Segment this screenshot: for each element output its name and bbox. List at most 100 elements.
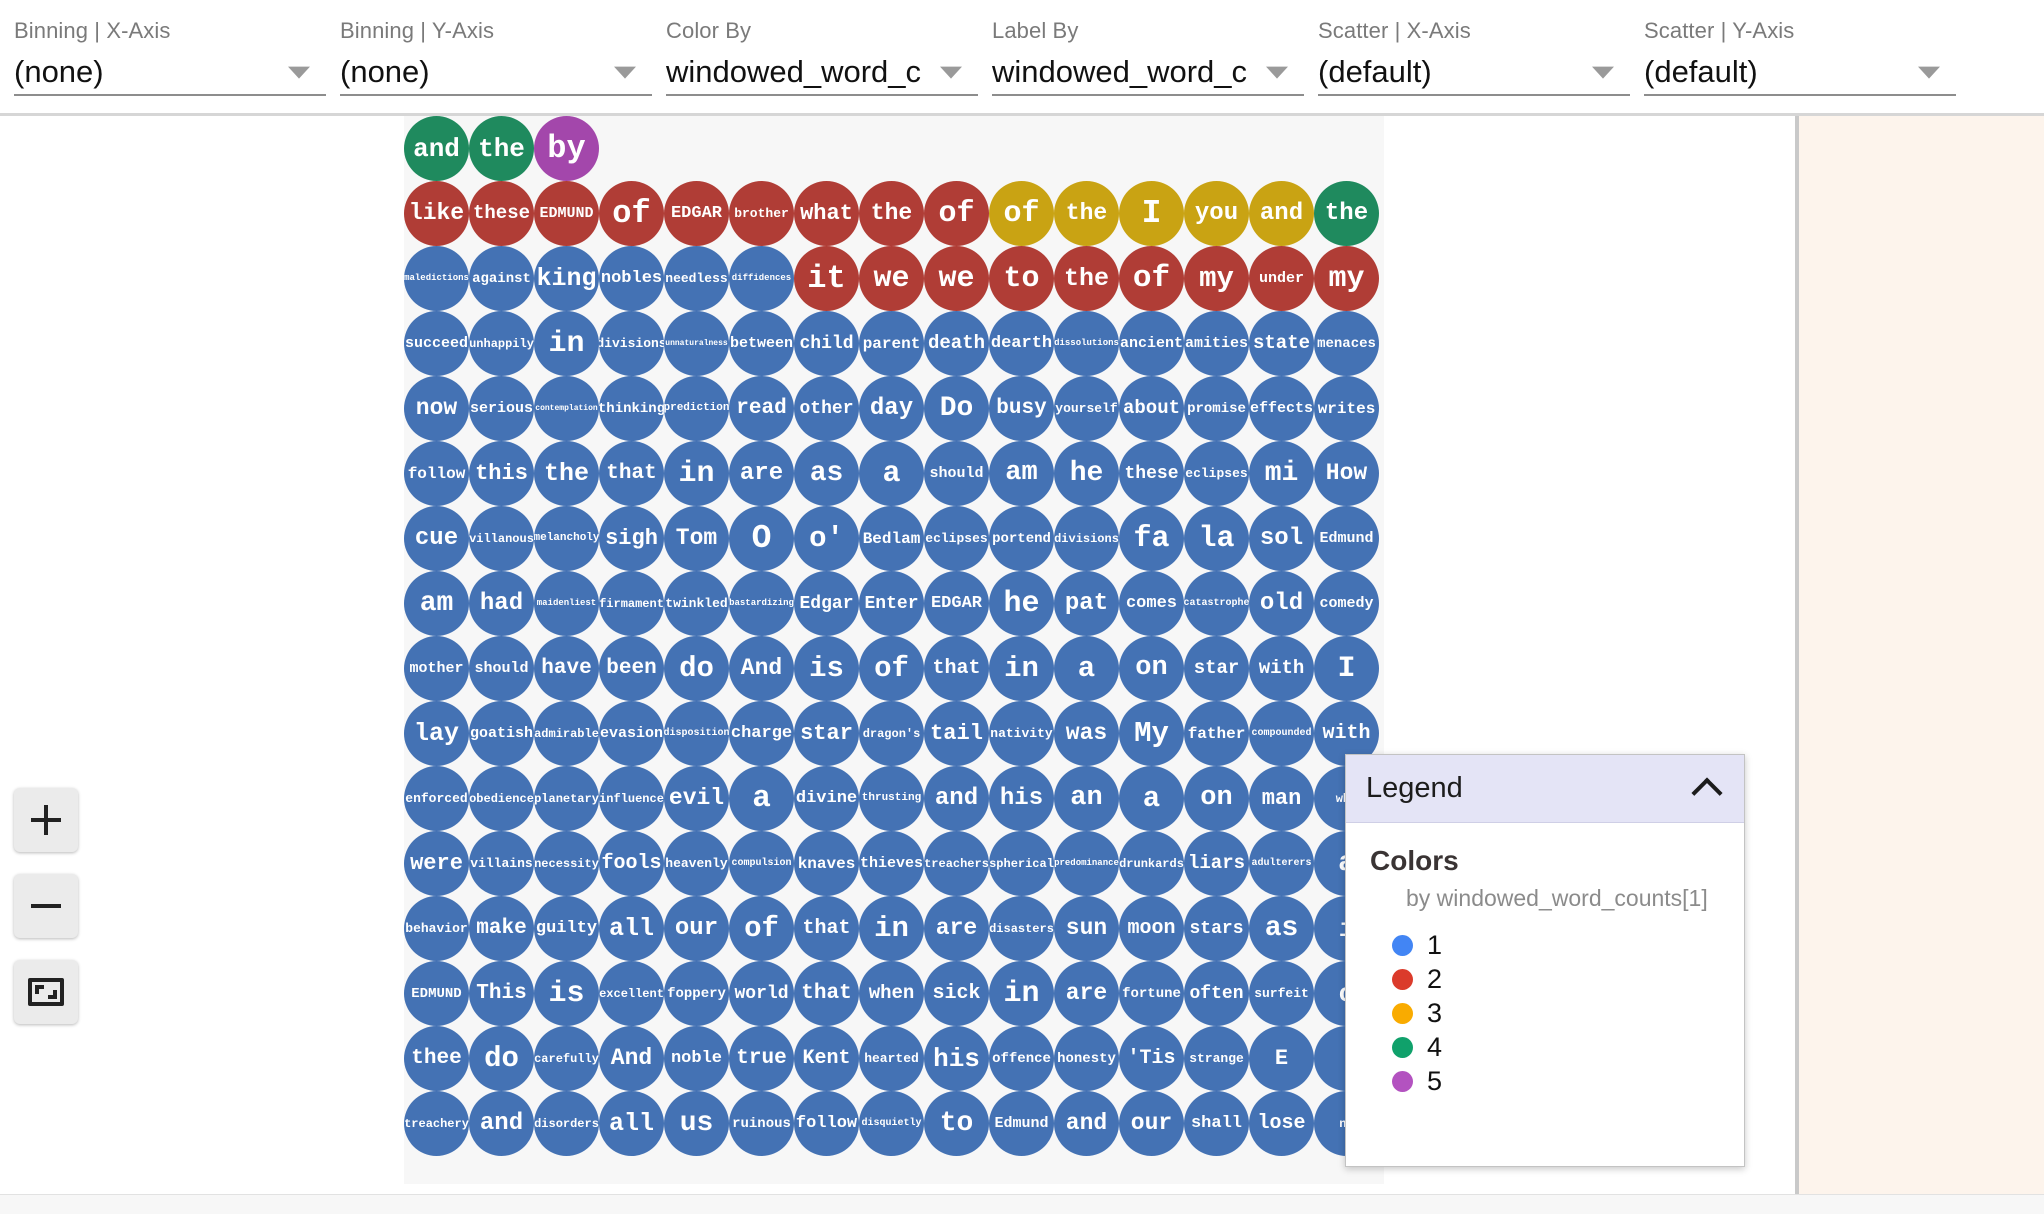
bubble-node[interactable]: How — [1314, 441, 1379, 506]
bubble-node[interactable]: on — [1184, 766, 1249, 831]
bubble-node[interactable]: O — [729, 506, 794, 571]
bubble-node[interactable]: my — [1314, 246, 1379, 311]
bubble-node[interactable]: Tom — [664, 506, 729, 571]
bubble-node[interactable]: thinking — [599, 376, 664, 441]
bubble-node[interactable]: sick — [924, 961, 989, 1026]
bubble-node[interactable]: and — [1249, 181, 1314, 246]
bubble-node[interactable]: with — [1249, 636, 1314, 701]
bubble-node[interactable]: do — [664, 636, 729, 701]
bubble-node[interactable]: nativity — [989, 701, 1054, 766]
bubble-node[interactable]: fools — [599, 831, 664, 896]
bubble-node[interactable]: EDMUND — [534, 181, 599, 246]
bubble-node[interactable]: the — [859, 181, 924, 246]
bubble-node[interactable]: nobles — [599, 246, 664, 311]
bubble-node[interactable]: E — [1249, 1026, 1314, 1091]
bubble-node[interactable]: often — [1184, 961, 1249, 1026]
bubble-node[interactable]: compulsion — [729, 831, 794, 896]
fit-to-screen-button[interactable] — [14, 960, 78, 1024]
bubble-node[interactable]: had — [469, 571, 534, 636]
bubble-node[interactable]: stars — [1184, 896, 1249, 961]
bubble-node[interactable]: against — [469, 246, 534, 311]
bubble-node[interactable]: I — [1314, 636, 1379, 701]
bubble-node[interactable]: maledictions — [404, 246, 469, 311]
bubble-node[interactable]: in — [664, 441, 729, 506]
bubble-node[interactable]: hearted — [859, 1026, 924, 1091]
bubble-node[interactable]: the — [469, 116, 534, 181]
bubble-node[interactable]: these — [469, 181, 534, 246]
legend-header[interactable]: Legend — [1346, 755, 1744, 823]
bubble-node[interactable]: the — [1314, 181, 1379, 246]
bubble-node[interactable]: follow — [404, 441, 469, 506]
bubble-node[interactable]: as — [1249, 896, 1314, 961]
bubble-node[interactable]: obedience — [469, 766, 534, 831]
bubble-node[interactable]: effects — [1249, 376, 1314, 441]
bubble-node[interactable]: in — [534, 311, 599, 376]
bubble-node[interactable]: in — [859, 896, 924, 961]
bubble-node[interactable]: the — [534, 441, 599, 506]
bubble-node[interactable]: the — [1054, 246, 1119, 311]
bubble-node[interactable]: serious — [469, 376, 534, 441]
bubble-node[interactable]: disorders — [534, 1091, 599, 1156]
side-panel-divider[interactable] — [1795, 116, 1799, 1194]
bubble-node[interactable]: pat — [1054, 571, 1119, 636]
bubble-node[interactable]: read — [729, 376, 794, 441]
bubble-node[interactable]: us — [664, 1091, 729, 1156]
bubble-node[interactable]: of — [1119, 246, 1184, 311]
bubble-node[interactable]: necessity — [534, 831, 599, 896]
chevron-up-icon[interactable] — [1691, 776, 1723, 809]
bubble-node[interactable]: evasion — [599, 701, 664, 766]
chevron-down-icon[interactable] — [1592, 66, 1614, 79]
bubble-node[interactable]: should — [469, 636, 534, 701]
scatter-y-axis-select[interactable]: (default) — [1644, 50, 1956, 96]
chevron-down-icon[interactable] — [288, 66, 310, 79]
chevron-down-icon[interactable] — [1266, 66, 1288, 79]
bubble-node[interactable]: villanous — [469, 506, 534, 571]
bubble-node[interactable]: star — [794, 701, 859, 766]
legend-item[interactable]: 4 — [1370, 1030, 1744, 1064]
bubble-node[interactable]: were — [404, 831, 469, 896]
bubble-node[interactable]: lay — [404, 701, 469, 766]
bubble-node[interactable]: eclipses — [1184, 441, 1249, 506]
bubble-node[interactable]: My — [1119, 701, 1184, 766]
bubble-node[interactable]: melancholy — [534, 506, 599, 571]
bubble-node[interactable]: day — [859, 376, 924, 441]
bubble-node[interactable]: knaves — [794, 831, 859, 896]
bubble-node[interactable]: treachers — [924, 831, 989, 896]
bubble-node[interactable]: EDMUND — [404, 961, 469, 1026]
bubble-node[interactable]: he — [1054, 441, 1119, 506]
bubble-node[interactable]: unhappily — [469, 311, 534, 376]
label-by-select[interactable]: windowed_word_c — [992, 50, 1304, 96]
bubble-node[interactable]: ruinous — [729, 1091, 794, 1156]
bubble-node[interactable]: prediction — [664, 376, 729, 441]
bubble-node[interactable]: other — [794, 376, 859, 441]
bubble-node[interactable]: drunkards — [1119, 831, 1184, 896]
bubble-node[interactable]: the — [1054, 181, 1119, 246]
bubble-node[interactable]: are — [729, 441, 794, 506]
bubble-node[interactable]: is — [534, 961, 599, 1026]
zoom-out-button[interactable] — [14, 874, 78, 938]
bubble-node[interactable]: amities — [1184, 311, 1249, 376]
bubble-node[interactable]: under — [1249, 246, 1314, 311]
bubble-node[interactable]: Enter — [859, 571, 924, 636]
bubble-node[interactable]: we — [924, 246, 989, 311]
bubble-node[interactable]: thee — [404, 1026, 469, 1091]
bubble-node[interactable]: is — [794, 636, 859, 701]
bubble-node[interactable]: should — [924, 441, 989, 506]
bubble-node[interactable]: sol — [1249, 506, 1314, 571]
bubble-node[interactable]: as — [794, 441, 859, 506]
bubble-node[interactable]: bastardizing — [729, 571, 794, 636]
bubble-node[interactable]: disasters — [989, 896, 1054, 961]
bubble-node[interactable]: mi — [1249, 441, 1314, 506]
bubble-node[interactable]: we — [859, 246, 924, 311]
bubble-node[interactable]: thieves — [859, 831, 924, 896]
bubble-node[interactable]: excellent — [599, 961, 664, 1026]
bubble-node[interactable]: child — [794, 311, 859, 376]
bubble-node[interactable]: sigh — [599, 506, 664, 571]
bubble-node[interactable]: was — [1054, 701, 1119, 766]
bubble-node[interactable]: promise — [1184, 376, 1249, 441]
bubble-node[interactable]: this — [469, 441, 534, 506]
bubble-node[interactable]: planetary — [534, 766, 599, 831]
bubble-node[interactable]: and — [404, 116, 469, 181]
bubble-node[interactable]: Edmund — [1314, 506, 1379, 571]
bubble-node[interactable]: a — [859, 441, 924, 506]
